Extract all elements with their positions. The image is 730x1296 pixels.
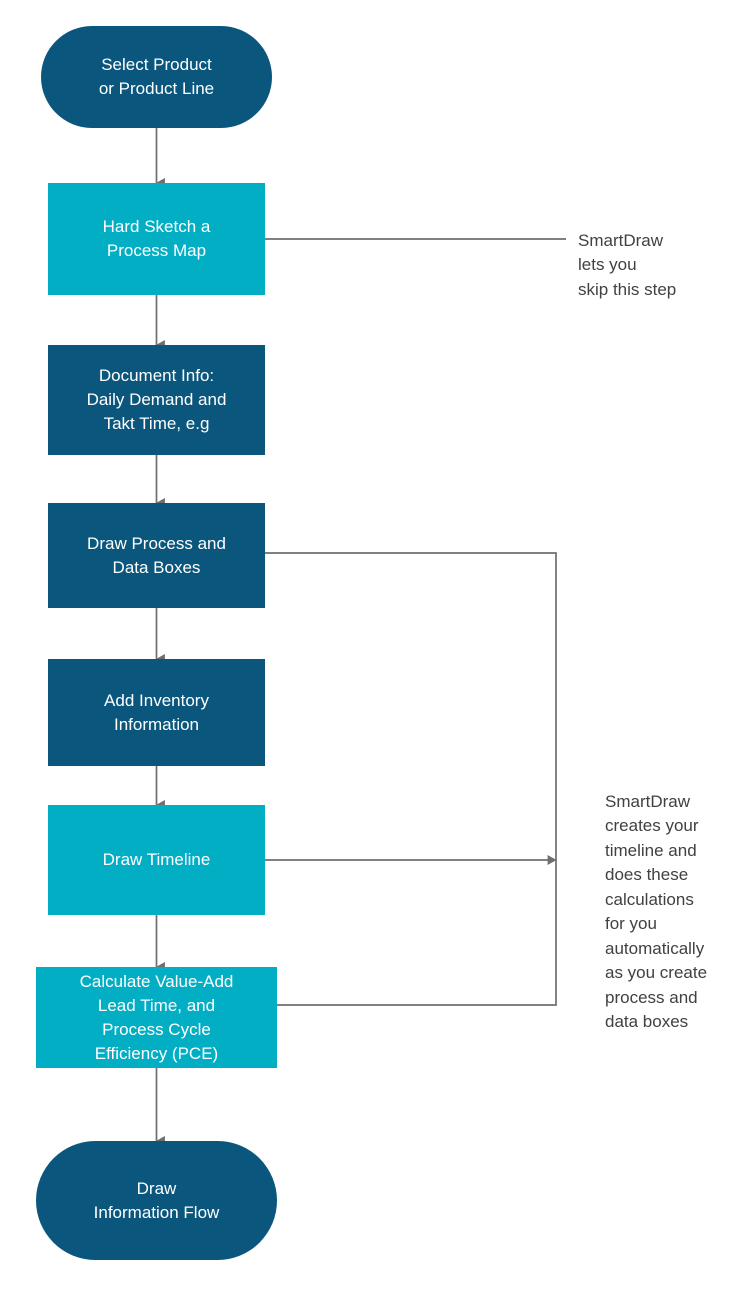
edge-calculate-loopback-to-process bbox=[256, 548, 557, 1006]
node-calculate-value-add[interactable]: Calculate Value-Add Lead Time, and Proce… bbox=[36, 967, 277, 1068]
node-label: Select Product or Product Line bbox=[98, 55, 215, 98]
annotation-text: SmartDraw lets you skip this step bbox=[578, 230, 677, 299]
node-label: Document Info: Daily Demand and Takt Tim… bbox=[86, 366, 227, 433]
node-label: Add Inventory Information bbox=[104, 690, 209, 734]
node-select-product[interactable]: Select Product or Product Line bbox=[41, 26, 272, 128]
node-label: Draw Process and Data Boxes bbox=[87, 533, 226, 577]
node-label: Draw Timeline bbox=[102, 850, 211, 869]
annotation-timeline-calculations: SmartDraw creates your timeline and does… bbox=[605, 765, 707, 1035]
annotation-text: SmartDraw creates your timeline and does… bbox=[605, 791, 708, 1032]
node-label: Draw Information Flow bbox=[93, 1178, 220, 1222]
node-draw-information-flow[interactable]: Draw Information Flow bbox=[36, 1141, 277, 1260]
node-add-inventory[interactable]: Add Inventory Information bbox=[48, 659, 265, 766]
node-label: Hard Sketch a Process Map bbox=[102, 217, 211, 260]
node-draw-process-data-boxes[interactable]: Draw Process and Data Boxes bbox=[48, 503, 265, 608]
annotation-skip-step: SmartDraw lets you skip this step bbox=[578, 204, 676, 302]
node-draw-timeline[interactable]: Draw Timeline bbox=[48, 805, 265, 915]
node-hard-sketch[interactable]: Hard Sketch a Process Map bbox=[48, 183, 265, 295]
node-document-info[interactable]: Document Info: Daily Demand and Takt Tim… bbox=[48, 345, 265, 455]
node-label: Calculate Value-Add Lead Time, and Proce… bbox=[79, 971, 234, 1063]
